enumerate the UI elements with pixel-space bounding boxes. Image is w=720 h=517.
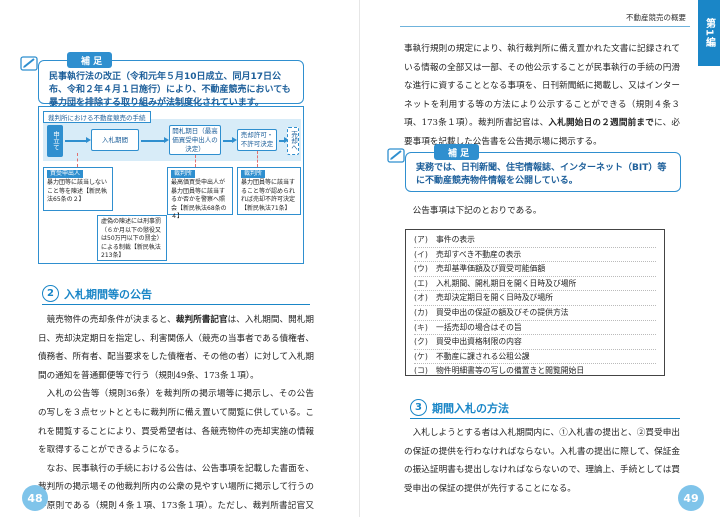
list-item: (ウ)売却基準価額及び買受可能価額	[414, 262, 656, 277]
page-number-right: 49	[678, 485, 704, 511]
note-text: 暴力団等に該当しないこと等を陳述【新民執法65条の２】	[47, 179, 108, 203]
hosoku-box-right: 補 足 実務では、日刊新聞、住宅情報誌、インターネット（BIT）等に不動産競売物…	[387, 144, 681, 192]
list-item: (ク)買受申出資格制限の内容	[414, 335, 656, 350]
list-item: (オ)売却決定期日を開く日時及び場所	[414, 291, 656, 306]
list-item: (キ)一括売却の場合はその旨	[414, 321, 656, 336]
section-rule	[410, 418, 680, 419]
section-2-heading: 2 入札期間等の公告	[42, 285, 152, 302]
hosoku-label: 補 足	[434, 144, 480, 160]
flow-step-end: 売却へ	[287, 127, 299, 155]
note-text: 虚偽の陳述には刑事罰（６か月以下の懲役又は50万円以下の罰金）による制裁【新民執…	[101, 218, 163, 259]
pencil-icon	[20, 56, 38, 71]
section-rule	[42, 304, 310, 305]
running-header: 不動産競売の概要	[626, 13, 686, 22]
hosoku-box-left: 補 足 民事執行法の改正（令和元年５月10日成立、同月17日公布、令和２年４月１…	[20, 52, 304, 108]
list-item: (ア)事件の表示	[414, 233, 656, 248]
flow-arrow	[279, 137, 289, 143]
section-3-heading: 3 期間入札の方法	[410, 399, 509, 416]
section-2-body-right: 事執行規則の規定により、執行裁判所に備え置かれた文書に記録されている情報の全部又…	[404, 40, 680, 152]
hosoku-text: 民事執行法の改正（令和元年５月10日成立、同月17日公布、令和２年４月１日施行）…	[49, 72, 291, 108]
hosoku-text: 実務では、日刊新聞、住宅情報誌、インターネット（BIT）等に不動産競売物件情報を…	[416, 163, 667, 186]
flow-arrow	[65, 137, 91, 143]
page-number-left: 48	[22, 485, 48, 511]
section-number: 2	[42, 285, 59, 302]
section-2-body-left: 競売物件の売却条件が決まると、裁判所書記官は、入札期間、開札期日、売却決定期日を…	[38, 311, 314, 517]
note-court-disallow: 裁判所 暴力団員等に該当すること等が認められれば売却不許可決定【新民執法71条】	[237, 167, 301, 215]
note-bidder: 買受申出人 暴力団等に該当しないこと等を陳述【新民執法65条の２】	[43, 167, 113, 211]
flow-step-2: 開札期日（最高価買受申出人の決定）	[169, 125, 221, 155]
note-text: 最高価買受申出人が暴力団員等に該当するか否かを警察へ照会【新民執法68条の４】	[171, 179, 227, 220]
header-rule	[400, 26, 690, 27]
section-number: 3	[410, 399, 427, 416]
paragraph: なお、民事執行の手続における公告は、公告事項を記載した書面を、裁判所の掲示場その…	[38, 463, 314, 511]
flow-step-1: 入札期間	[91, 129, 139, 151]
notice-intro: 公告事項は下記のとおりである。	[412, 206, 542, 216]
section-3-body: 入札しようとする者は入札期間内に、①入札書の提出と、②買受申出の保証の提供を行わ…	[404, 424, 680, 498]
list-item: (コ)物件明細書等の写しの備置きと閲覧開始日	[414, 366, 585, 376]
flow-step-start: 申立て	[47, 125, 63, 157]
pencil-icon	[387, 148, 405, 163]
list-item: (カ)買受申出の保証の額及びその提供方法	[414, 306, 656, 321]
paragraph: 入札しようとする者は入札期間内に、①入札書の提出と、②買受申出の保証の提供を行わ…	[404, 428, 680, 494]
notice-items-box: (ア)事件の表示 (イ)売却すべき不動産の表示 (ウ)売却基準価額及び買受可能価…	[405, 229, 665, 376]
procedure-flow-diagram: 裁判所における不動産競売の手続 申立て 入札期間 開札期日（最高価買受申出人の決…	[38, 106, 304, 264]
note-tag: 裁判所	[241, 170, 266, 178]
section-title: 期間入札の方法	[432, 401, 509, 415]
flow-arrow	[141, 137, 169, 143]
section-title: 入札期間等の公告	[64, 287, 152, 301]
flow-step-3: 売却許可・不許可決定	[237, 129, 277, 151]
note-penalty: 虚偽の陳述には刑事罰（６か月以下の懲役又は50万円以下の罰金）による制裁【新民執…	[97, 215, 167, 261]
page-gutter	[359, 0, 360, 517]
flow-connector	[195, 155, 196, 167]
paragraph: 入札の公告等（規則36条）を裁判所の掲示場等に掲示し、その公告の写しを３点セット…	[38, 389, 314, 456]
flow-title: 裁判所における不動産競売の手続	[43, 111, 151, 123]
note-court-inquiry: 裁判所 最高価買受申出人が暴力団員等に該当するか否かを警察へ照会【新民執法68条…	[167, 167, 233, 220]
hosoku-label: 補 足	[67, 52, 113, 68]
note-tag: 買受申出人	[47, 170, 84, 178]
chapter-tab: 第1編	[698, 0, 720, 66]
flow-arrow	[223, 137, 237, 143]
paragraph: 競売物件の売却条件が決まると、裁判所書記官は、入札期間、開札期日、売却決定期日を…	[38, 315, 314, 381]
note-text: 暴力団員等に該当すること等が認められれば売却不許可決定【新民執法71条】	[241, 179, 296, 212]
list-item: (イ)売却すべき不動産の表示	[414, 248, 656, 263]
note-tag: 裁判所	[171, 170, 196, 178]
list-item: (ケ)不動産に課される公租公課	[414, 350, 656, 365]
flow-connector	[257, 151, 258, 167]
flow-connector	[77, 153, 78, 167]
paragraph: 事執行規則の規定により、執行裁判所に備え置かれた文書に記録されている情報の全部又…	[404, 44, 680, 147]
list-item: (エ)入札期間、開札期日を開く日時及び場所	[414, 277, 656, 292]
